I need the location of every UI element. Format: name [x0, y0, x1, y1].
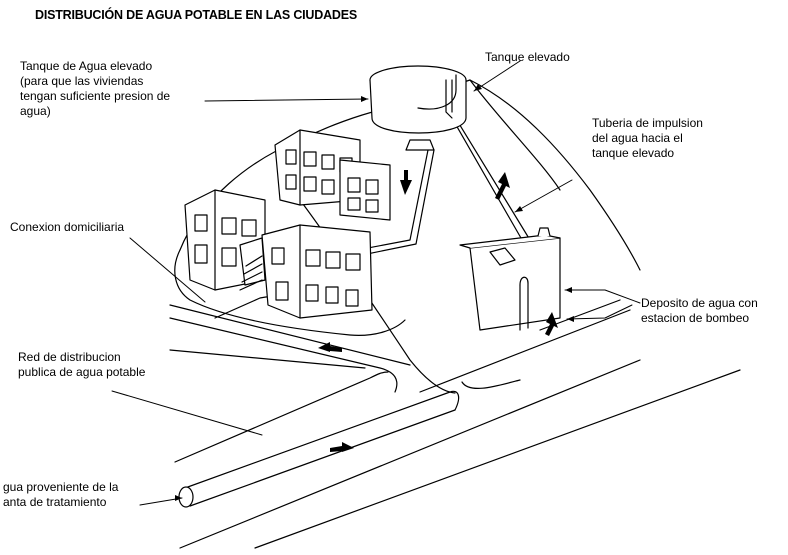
avenue-main-lower: [179, 359, 641, 549]
houses-upper: [274, 129, 391, 221]
leader-arrowheads: [175, 84, 574, 501]
hill-back-slope: [469, 79, 561, 191]
flow-arrows: [318, 170, 558, 452]
roads: [169, 299, 741, 549]
label-home-connection: Conexion domiciliaria: [10, 220, 125, 234]
avenue-mid-edge: [174, 371, 389, 463]
avenue-far-edge: [254, 369, 741, 549]
label-public-network: Red de distribucion publica de agua pota…: [18, 350, 146, 379]
elevated-tank: [369, 65, 467, 151]
pump-deposit: [459, 227, 561, 331]
flow-arrow-icon: [318, 342, 342, 352]
flow-arrow-icon: [400, 170, 412, 195]
label-treatment-water: gua proveniente de la anta de tratamient…: [3, 480, 119, 509]
houses-lower: [184, 189, 373, 319]
label-impulse-pipe: Tuberia de impulsion del agua hacia el t…: [592, 116, 703, 160]
street-upper-edge: [169, 304, 411, 366]
avenue-left-edge: [169, 349, 366, 369]
hill-left-edge: [174, 249, 406, 336]
street-upper-edge-2: [169, 317, 398, 393]
flow-arrow-icon: [545, 312, 558, 336]
avenue-main-upper: [419, 309, 631, 393]
label-pump-deposit: Deposito de agua con estacion de bombeo: [641, 296, 758, 325]
main-supply-pipe: [178, 379, 521, 508]
flow-arrow-icon: [330, 442, 354, 452]
diagram-title: DISTRIBUCIÓN DE AGUA POTABLE EN LAS CIUD…: [35, 8, 357, 22]
impulse-pipe: [445, 111, 531, 246]
label-elevated-tank: Tanque elevado: [485, 50, 570, 64]
label-elevated-tank-description: Tanque de Agua elevado (para que las viv…: [20, 59, 171, 118]
flow-arrow-icon: [495, 172, 510, 200]
leader-lines: [111, 60, 641, 506]
